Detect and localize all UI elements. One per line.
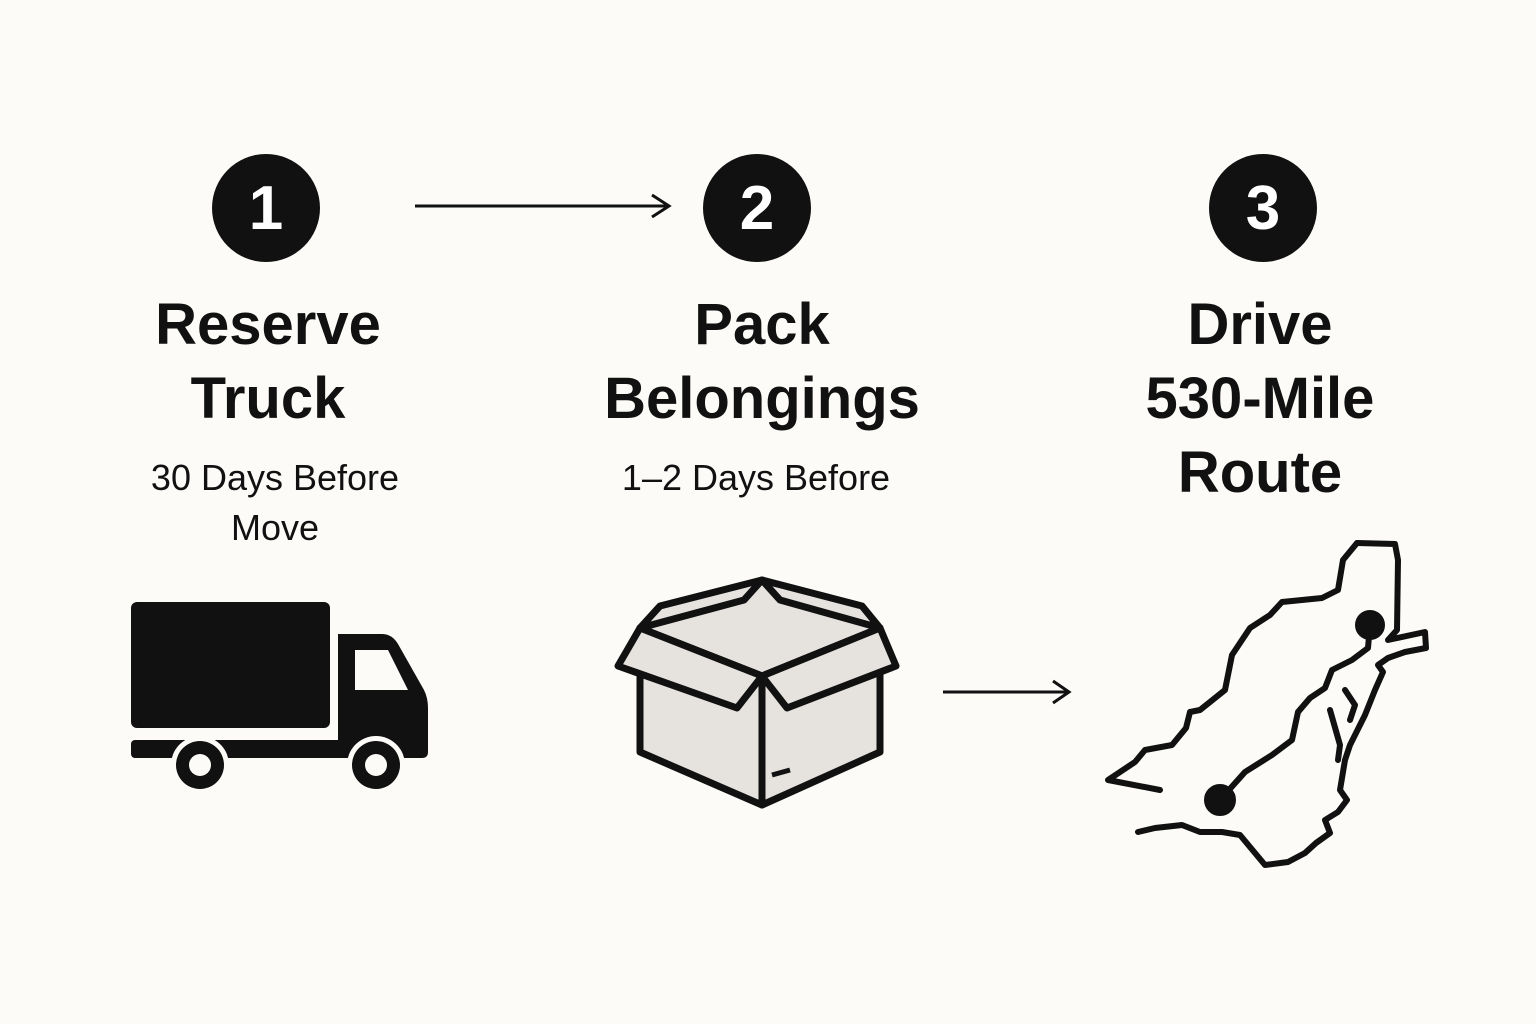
step-2-subtitle-line1: 1–2 Days Before xyxy=(621,457,891,498)
step-3-title-line3: Route xyxy=(1177,440,1343,505)
step-3-badge: 3 xyxy=(1209,154,1317,262)
step-2-subtitle: 1–2 Days Before xyxy=(556,453,956,503)
step-1-subtitle-line2: Move xyxy=(230,507,320,548)
step-3-title-line2: 530-Mile xyxy=(1145,366,1375,431)
step-2-title-line2: Belongings xyxy=(604,366,920,431)
step-3-title-line1: Drive xyxy=(1187,292,1333,357)
box-icon xyxy=(614,576,900,809)
step-1-title: Reserve Truck xyxy=(38,288,498,436)
arrow-icon xyxy=(943,679,1072,705)
step-3-title: Drive 530-Mile Route xyxy=(1030,288,1490,510)
route-map-icon xyxy=(1105,540,1429,868)
step-1-title-line1: Reserve xyxy=(155,292,381,357)
truck-icon xyxy=(131,602,428,794)
arrow-icon xyxy=(415,193,672,219)
step-1-subtitle-line1: 30 Days Before xyxy=(150,457,400,498)
step-2-badge: 2 xyxy=(703,154,811,262)
step-1-title-line2: Truck xyxy=(190,366,346,431)
step-2-title-line1: Pack xyxy=(694,292,830,357)
step-2-title: Pack Belongings xyxy=(532,288,992,436)
step-1-badge: 1 xyxy=(212,154,320,262)
step-1-subtitle: 30 Days Before Move xyxy=(75,453,475,553)
